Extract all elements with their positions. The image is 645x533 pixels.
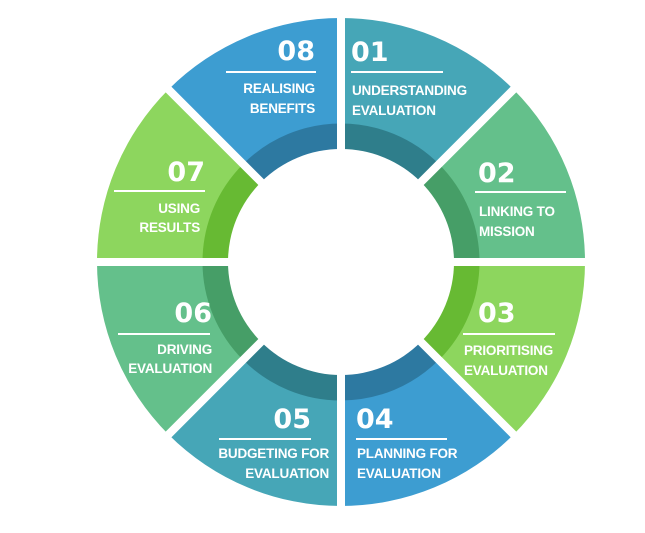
segment-inner-band [420, 164, 480, 262]
step-title-line2: EVALUATION [357, 466, 441, 481]
step-title-line1: PRIORITISING [464, 343, 553, 358]
step-number: 05 [273, 404, 311, 435]
segment-gaps [93, 14, 589, 510]
step-number: 01 [351, 37, 389, 68]
step-title-line1: REALISING [243, 81, 315, 96]
step-title-line2: EVALUATION [245, 466, 329, 481]
step-title-line1: UNDERSTANDING [352, 83, 467, 98]
segment-inner-band [341, 341, 439, 401]
step-number: 07 [167, 157, 205, 188]
step-number: 03 [478, 298, 516, 329]
step-number: 06 [174, 298, 212, 329]
segment-gap [415, 83, 520, 188]
step-title-line2: MISSION [479, 224, 535, 239]
segment-gap [415, 336, 520, 441]
segment-inner-band [420, 262, 480, 360]
step-title-line2: EVALUATION [128, 361, 212, 376]
step-number: 02 [478, 158, 516, 189]
segment-gap [162, 83, 267, 188]
segment-gap [162, 336, 267, 441]
segment-inner-band [243, 341, 341, 401]
center-circle [228, 149, 454, 375]
step-number: 08 [277, 36, 315, 67]
segment-inner-band [341, 123, 439, 183]
step-title-line2: EVALUATION [464, 363, 548, 378]
step-title-line2: EVALUATION [352, 103, 436, 118]
step-title-line2: BENEFITS [250, 101, 315, 116]
step-title-line1: BUDGETING FOR [218, 446, 329, 461]
segment-inner-band [202, 262, 262, 360]
step-title-line1: DRIVING [157, 342, 212, 357]
step-title-line2: RESULTS [139, 220, 200, 235]
step-title-line1: USING [158, 201, 200, 216]
step-number: 04 [356, 404, 394, 435]
step-title-line1: PLANNING FOR [357, 446, 458, 461]
step-title-line1: LINKING TO [479, 204, 555, 219]
segment-inner-band [202, 164, 262, 262]
segment-inner-band [243, 123, 341, 183]
